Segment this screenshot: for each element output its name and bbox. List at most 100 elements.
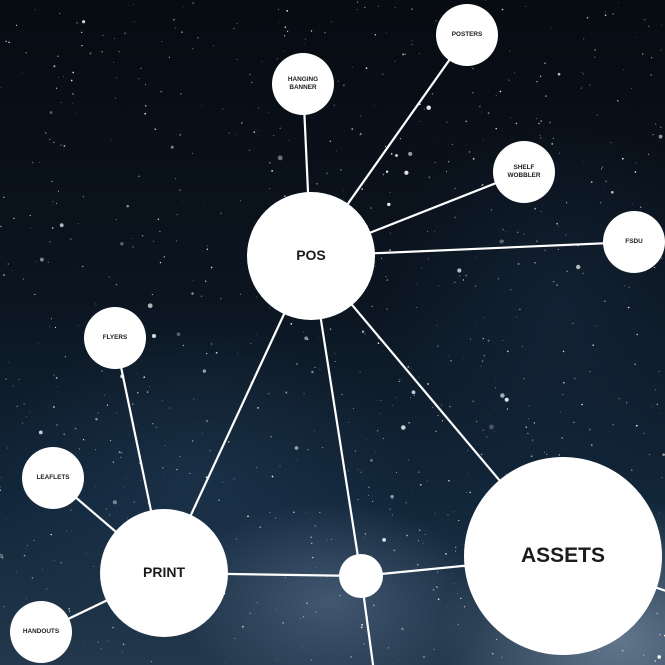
star: [357, 498, 359, 501]
star: [112, 500, 117, 505]
star: [236, 23, 238, 25]
star: [591, 444, 593, 446]
star: [360, 115, 362, 117]
star: [413, 394, 415, 396]
star: [487, 339, 490, 342]
star: [330, 21, 332, 23]
star: [133, 21, 135, 22]
star: [445, 553, 447, 555]
star: [408, 151, 413, 156]
star: [205, 419, 209, 423]
star: [486, 436, 488, 438]
star: [557, 72, 561, 76]
node-label-fsdu: FSDU: [625, 238, 643, 245]
star: [75, 113, 77, 115]
star: [248, 149, 250, 151]
star: [656, 403, 658, 406]
star: [170, 145, 174, 149]
star: [234, 638, 236, 640]
star: [573, 421, 575, 424]
star: [583, 38, 585, 40]
star: [93, 566, 95, 568]
star: [433, 648, 435, 650]
node-hanging-banner[interactable]: HANGING BANNER: [272, 53, 334, 115]
node-flyers[interactable]: FLYERS: [84, 307, 146, 369]
star: [360, 132, 362, 135]
star: [462, 569, 463, 570]
node-posters[interactable]: POSTERS: [436, 4, 498, 66]
star: [495, 638, 497, 641]
star: [656, 612, 658, 614]
star: [159, 261, 162, 264]
star: [353, 407, 355, 409]
star: [394, 60, 396, 62]
star: [157, 218, 160, 221]
star: [491, 652, 494, 655]
star: [46, 588, 48, 590]
star: [509, 288, 512, 291]
star: [140, 67, 142, 69]
star: [590, 181, 593, 183]
star: [324, 31, 326, 34]
star: [341, 393, 343, 396]
star: [236, 58, 238, 60]
star: [434, 140, 436, 142]
star: [25, 598, 27, 600]
node-leaflets[interactable]: LEAFLETS: [22, 447, 84, 509]
star: [495, 408, 496, 410]
star: [159, 230, 161, 233]
star: [269, 512, 271, 514]
star: [522, 345, 524, 347]
star: [2, 273, 6, 277]
star: [658, 512, 661, 515]
star: [228, 343, 230, 345]
star: [617, 100, 619, 102]
star: [241, 122, 243, 124]
star: [115, 219, 117, 221]
star: [357, 1, 359, 3]
star: [458, 520, 460, 522]
star: [395, 154, 398, 157]
star: [303, 616, 305, 618]
star: [632, 203, 633, 205]
star: [389, 508, 391, 510]
node-print[interactable]: PRINT: [100, 509, 228, 637]
star: [53, 406, 55, 408]
star: [633, 47, 635, 49]
node-junction[interactable]: [339, 554, 383, 598]
star: [146, 391, 149, 393]
star: [447, 514, 449, 516]
star: [436, 586, 438, 588]
node-shelf-wobbler[interactable]: SHELF WOBBLER: [493, 141, 555, 203]
star: [438, 285, 439, 286]
star: [300, 617, 302, 619]
star: [70, 509, 72, 511]
star: [426, 105, 431, 110]
node-pos[interactable]: POS: [247, 192, 375, 320]
star: [232, 478, 234, 480]
star: [525, 437, 527, 438]
star: [59, 223, 64, 228]
star: [435, 430, 437, 433]
node-handouts[interactable]: HANDOUTS: [10, 601, 72, 663]
star: [282, 50, 284, 52]
star: [389, 232, 391, 234]
star: [274, 517, 276, 519]
star: [0, 87, 2, 89]
star: [237, 352, 239, 355]
star: [605, 180, 607, 183]
star: [34, 293, 36, 296]
star: [84, 642, 86, 644]
star: [310, 536, 312, 539]
star: [8, 41, 10, 43]
star: [169, 407, 171, 409]
star: [522, 377, 525, 380]
star: [60, 101, 62, 103]
node-fsdu[interactable]: FSDU: [603, 211, 665, 273]
star: [66, 530, 68, 532]
star: [1, 642, 2, 644]
star: [550, 27, 552, 29]
node-label-pos: POS: [296, 247, 326, 264]
star: [604, 300, 606, 303]
node-assets[interactable]: ASSETS: [464, 457, 662, 655]
